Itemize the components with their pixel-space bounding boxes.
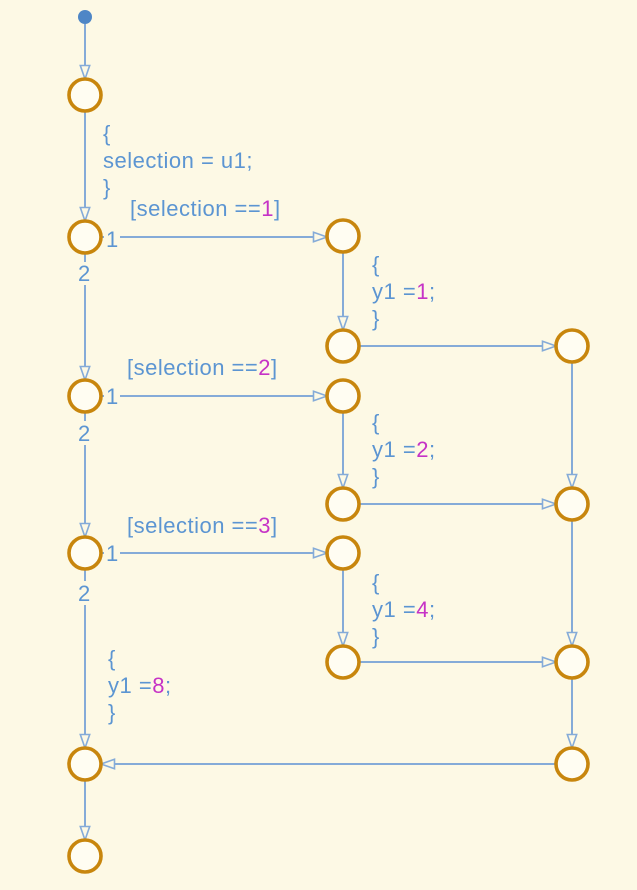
branch-order-2-label[interactable]: 2 [78, 421, 91, 446]
action-1-open-brace[interactable]: { [372, 252, 380, 277]
init-action-close-brace[interactable]: } [103, 175, 111, 200]
action-3-close-brace[interactable]: } [372, 624, 380, 649]
junction-decision-3[interactable] [67, 535, 103, 571]
junction-branch-1-top[interactable] [325, 218, 361, 254]
branch-order-2-label[interactable]: 2 [78, 261, 91, 286]
junction-decision-2[interactable] [67, 378, 103, 414]
branch-order-1-label[interactable]: 1 [106, 541, 119, 566]
junction-branch-3-top[interactable] [325, 535, 361, 571]
junction-entry[interactable] [67, 77, 103, 113]
branch-order-1-label[interactable]: 1 [106, 227, 119, 252]
else-action-code[interactable]: y1 =8; [108, 673, 172, 698]
branch-order-2-label[interactable]: 2 [78, 581, 91, 606]
junction-branch-1-bottom[interactable] [325, 328, 361, 364]
junction-merge-left[interactable] [67, 746, 103, 782]
init-action-code[interactable]: selection = u1; [103, 148, 253, 173]
condition-2-label[interactable]: [selection ==2] [127, 355, 278, 380]
action-1-close-brace[interactable]: } [372, 306, 380, 331]
condition-3-label[interactable]: [selection ==3] [127, 513, 278, 538]
junction-decision-1[interactable] [67, 219, 103, 255]
junction-rail-3[interactable] [554, 644, 590, 680]
action-2-open-brace[interactable]: { [372, 410, 380, 435]
junction-terminal[interactable] [67, 838, 103, 874]
default-transition-origin-dot[interactable] [78, 10, 92, 24]
else-action-open-brace[interactable]: { [108, 646, 116, 671]
action-2-code[interactable]: y1 =2; [372, 437, 436, 462]
junction-branch-3-bottom[interactable] [325, 644, 361, 680]
junction-rail-2[interactable] [554, 486, 590, 522]
junction-rail-1[interactable] [554, 328, 590, 364]
action-3-open-brace[interactable]: { [372, 570, 380, 595]
action-3-code[interactable]: y1 =4; [372, 597, 436, 622]
branch-order-1-label[interactable]: 1 [106, 384, 119, 409]
action-1-code[interactable]: y1 =1; [372, 279, 436, 304]
junction-branch-2-top[interactable] [325, 378, 361, 414]
condition-1-label[interactable]: [selection ==1] [130, 196, 281, 221]
init-action-open-brace[interactable]: { [103, 121, 111, 146]
junction-branch-2-bottom[interactable] [325, 486, 361, 522]
junction-rail-bottom[interactable] [554, 746, 590, 782]
else-action-close-brace[interactable]: } [108, 700, 116, 725]
action-2-close-brace[interactable]: } [372, 464, 380, 489]
